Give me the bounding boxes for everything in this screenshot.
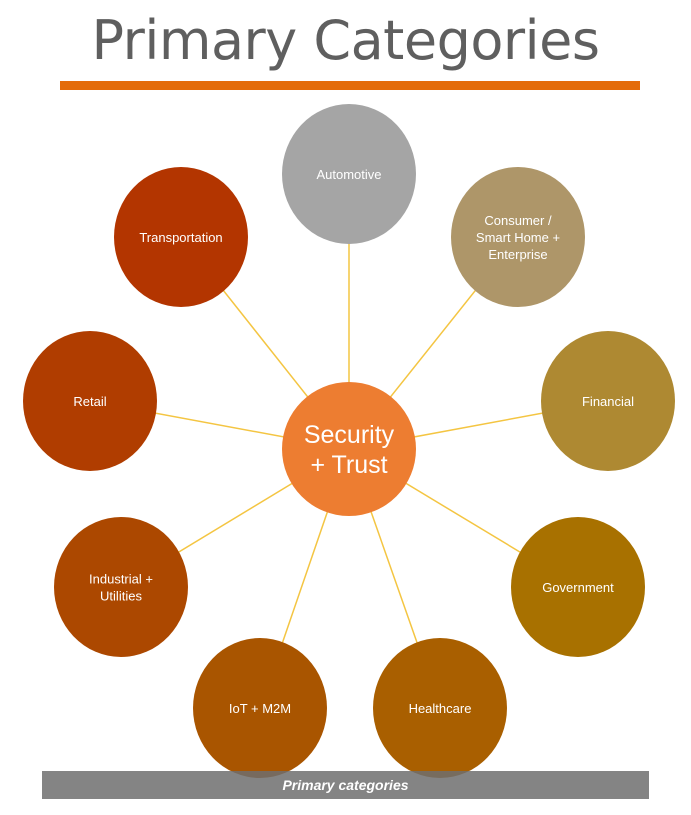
caption-bar: Primary categories [42,771,649,799]
node-circle-transportation [114,167,248,307]
node-label-industrial: Utilities [100,589,142,604]
node-label-financial: Financial [582,394,634,409]
node-circle-government [511,517,645,657]
center-circle [282,382,416,516]
caption-text: Primary categories [282,777,409,793]
node-label-transportation: Transportation [139,230,222,245]
node-label-consumer: Consumer / [484,213,552,228]
node-healthcare: Healthcare [373,638,507,778]
page-title: Primary Categories [91,9,600,72]
node-label-industrial: Industrial + [89,572,153,587]
node-label-retail: Retail [73,394,106,409]
center-node: Security+ Trust [282,382,416,516]
node-label-iot: IoT + M2M [229,701,291,716]
node-industrial: Industrial + Utilities [54,517,188,657]
node-label-consumer: Enterprise [488,247,547,262]
node-label-government: Government [542,580,614,595]
node-financial: Financial [541,331,675,471]
node-label-automotive: Automotive [316,167,381,182]
node-government: Government [511,517,645,657]
node-circle-automotive [282,104,416,244]
node-iot: IoT + M2M [193,638,327,778]
center-label: Security [304,421,395,449]
node-label-consumer: Smart Home + [476,230,560,245]
node-circle-iot [193,638,327,778]
node-circle-retail [23,331,157,471]
node-automotive: Automotive [282,104,416,244]
node-transportation: Transportation [114,167,248,307]
node-consumer: Consumer / Smart Home + Enterprise [451,167,585,307]
node-circle-healthcare [373,638,507,778]
node-label-healthcare: Healthcare [409,701,472,716]
center-label: + Trust [310,451,387,479]
node-circle-financial [541,331,675,471]
node-retail: Retail [23,331,157,471]
node-circle-industrial [54,517,188,657]
node-circle-consumer [451,167,585,307]
title-underline [60,81,640,90]
